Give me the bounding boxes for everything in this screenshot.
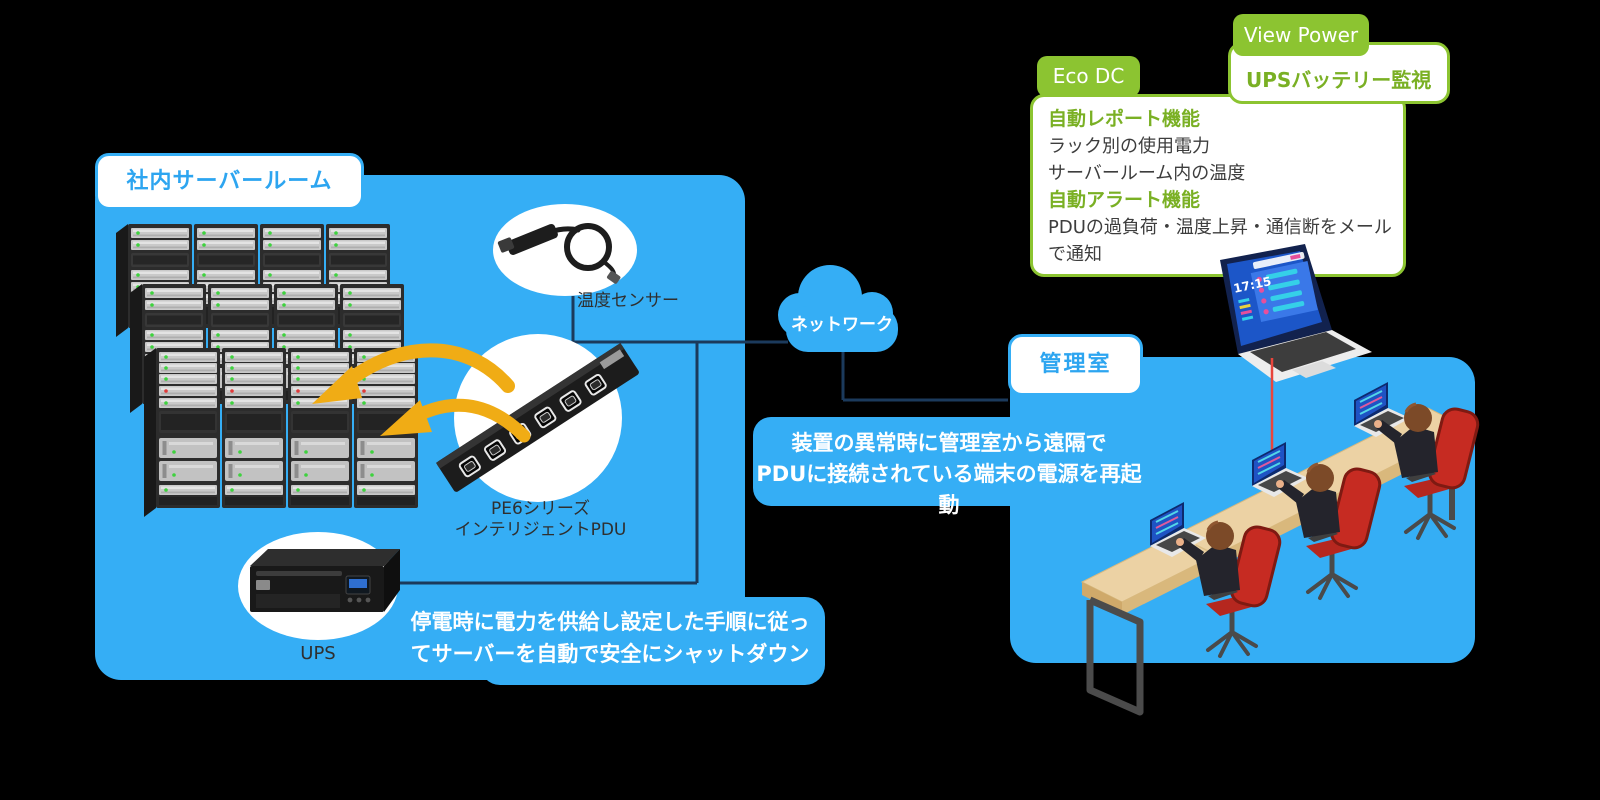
eco-dc-content: 自動レポート機能 ラック別の使用電力 サーバールーム内の温度 自動アラート機能 …: [1048, 106, 1393, 268]
server-room-caption-plate: [480, 597, 825, 685]
eco-dc-box: [1030, 94, 1406, 277]
view-power-tab: View Power: [1233, 14, 1369, 56]
shutdown-caption-line: てサーバーを自動で安全にシャットダウン: [410, 642, 810, 666]
report-line: ラック別の使用電力: [1048, 136, 1210, 157]
shutdown-caption-line: 停電時に電力を供給し設定した手順に従っ: [410, 610, 810, 634]
control-room-label: 管理室: [1008, 334, 1143, 396]
laptop-clock: 17:15: [1232, 274, 1272, 296]
network-cloud: [778, 265, 898, 352]
remote-note-line: PDUに接続されている端末の電源を再起動: [756, 462, 1142, 517]
temperature-sensor-label: 温度センサー: [577, 291, 679, 311]
remote-note-caption: 装置の異常時に管理室から遠隔で PDUに接続されている端末の電源を再起動: [753, 428, 1145, 521]
pdu-label-line: PE6シリーズ: [491, 499, 590, 519]
view-power-title: UPSバッテリー監視: [1246, 68, 1432, 92]
alert-line: PDUの過負荷・温度上昇・通信断をメール: [1048, 217, 1392, 238]
report-line: サーバールーム内の温度: [1048, 163, 1246, 184]
network-cloud-label: ネットワーク: [791, 315, 893, 335]
ups-label: UPS: [300, 643, 336, 664]
pdu-label: PE6シリーズ インテリジェントPDU: [448, 499, 633, 541]
remote-note-line: 装置の異常時に管理室から遠隔で: [791, 431, 1107, 455]
server-room-label: 社内サーバールーム: [95, 153, 364, 210]
shutdown-caption: 停電時に電力を供給し設定した手順に従っ てサーバーを自動で安全にシャットダウン: [398, 606, 822, 670]
alert-line: で通知: [1048, 244, 1102, 265]
alert-feature-title: 自動アラート機能: [1048, 189, 1201, 211]
report-feature-title: 自動レポート機能: [1048, 108, 1201, 130]
eco-dc-tab: Eco DC: [1037, 56, 1140, 97]
pdu-label-line: インテリジェントPDU: [454, 520, 627, 540]
